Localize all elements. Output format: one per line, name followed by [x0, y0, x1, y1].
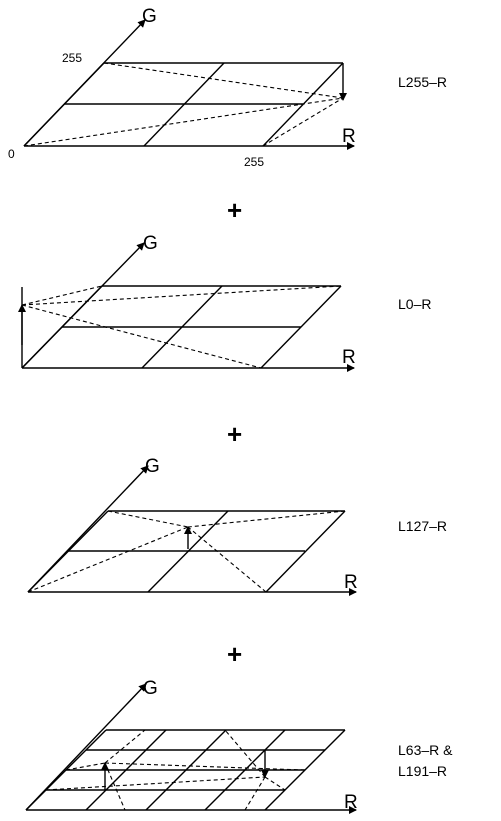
plane-grid — [25, 729, 346, 811]
panel-l255-r: G R 255 0 255 L255–R — [8, 6, 447, 169]
panel-l0-r: G R L0–R — [18, 233, 431, 372]
panel-l63-l191-r: G R L63–R & L191–R — [25, 678, 453, 814]
plus-sign-3: + — [227, 639, 242, 669]
g-axis-label: G — [143, 233, 158, 254]
origin-tick-0: 0 — [8, 147, 15, 161]
r-axis-label: R — [344, 572, 358, 593]
panel-label-line1: L63–R & — [398, 742, 453, 758]
dashed-surface — [45, 729, 306, 811]
r-axis-label: R — [342, 347, 356, 368]
panel-l127-r: G R L127–R — [27, 456, 447, 596]
g-axis-label: G — [142, 6, 157, 27]
panel-label: L127–R — [398, 518, 447, 534]
dashed-surface — [23, 62, 344, 147]
r-axis-label: R — [344, 792, 358, 813]
plus-sign-1: + — [227, 195, 242, 225]
g-axis-label: G — [145, 456, 160, 477]
dashed-surface — [27, 510, 346, 593]
g-tick-255: 255 — [62, 51, 82, 65]
g-axis-label: G — [143, 678, 158, 699]
plane-grid — [21, 285, 342, 369]
r-axis-label: R — [342, 126, 356, 147]
plane-grid — [27, 510, 346, 593]
dashed-surface — [21, 285, 342, 369]
panel-label: L255–R — [398, 74, 447, 90]
panel-label: L0–R — [398, 296, 431, 312]
r-tick-255: 255 — [244, 155, 264, 169]
plus-sign-2: + — [227, 419, 242, 449]
plane-grid — [23, 62, 344, 147]
panel-label-line2: L191–R — [398, 763, 447, 779]
g-axis — [25, 683, 147, 811]
